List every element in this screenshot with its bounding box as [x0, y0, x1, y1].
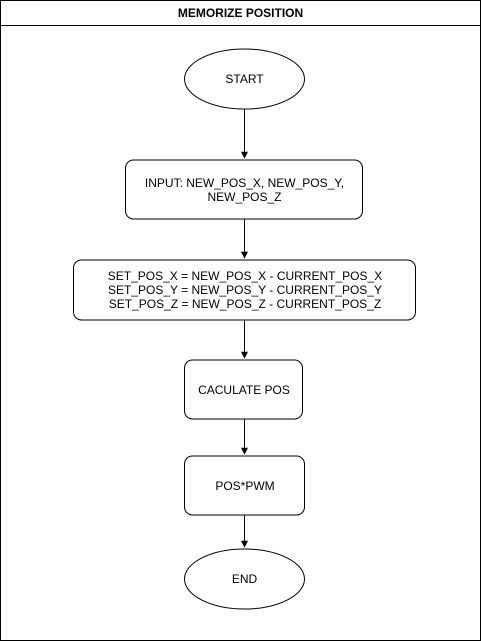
calculate-label: CACULATE POS	[198, 382, 290, 397]
end-node	[184, 548, 305, 610]
calculate-node	[184, 359, 303, 420]
set-pos-label: SET_POS_X = NEW_POS_X - CURRENT_POS_X SE…	[107, 269, 383, 311]
diagram-title: MEMORIZE POSITION	[1, 1, 480, 26]
pwm-label: POS*PWM	[215, 478, 275, 493]
end-label: END	[231, 572, 258, 586]
start-label: START	[225, 72, 264, 86]
input-label: INPUT: NEW_POS_X, NEW_POS_Y, NEW_POS_Z	[144, 175, 345, 204]
